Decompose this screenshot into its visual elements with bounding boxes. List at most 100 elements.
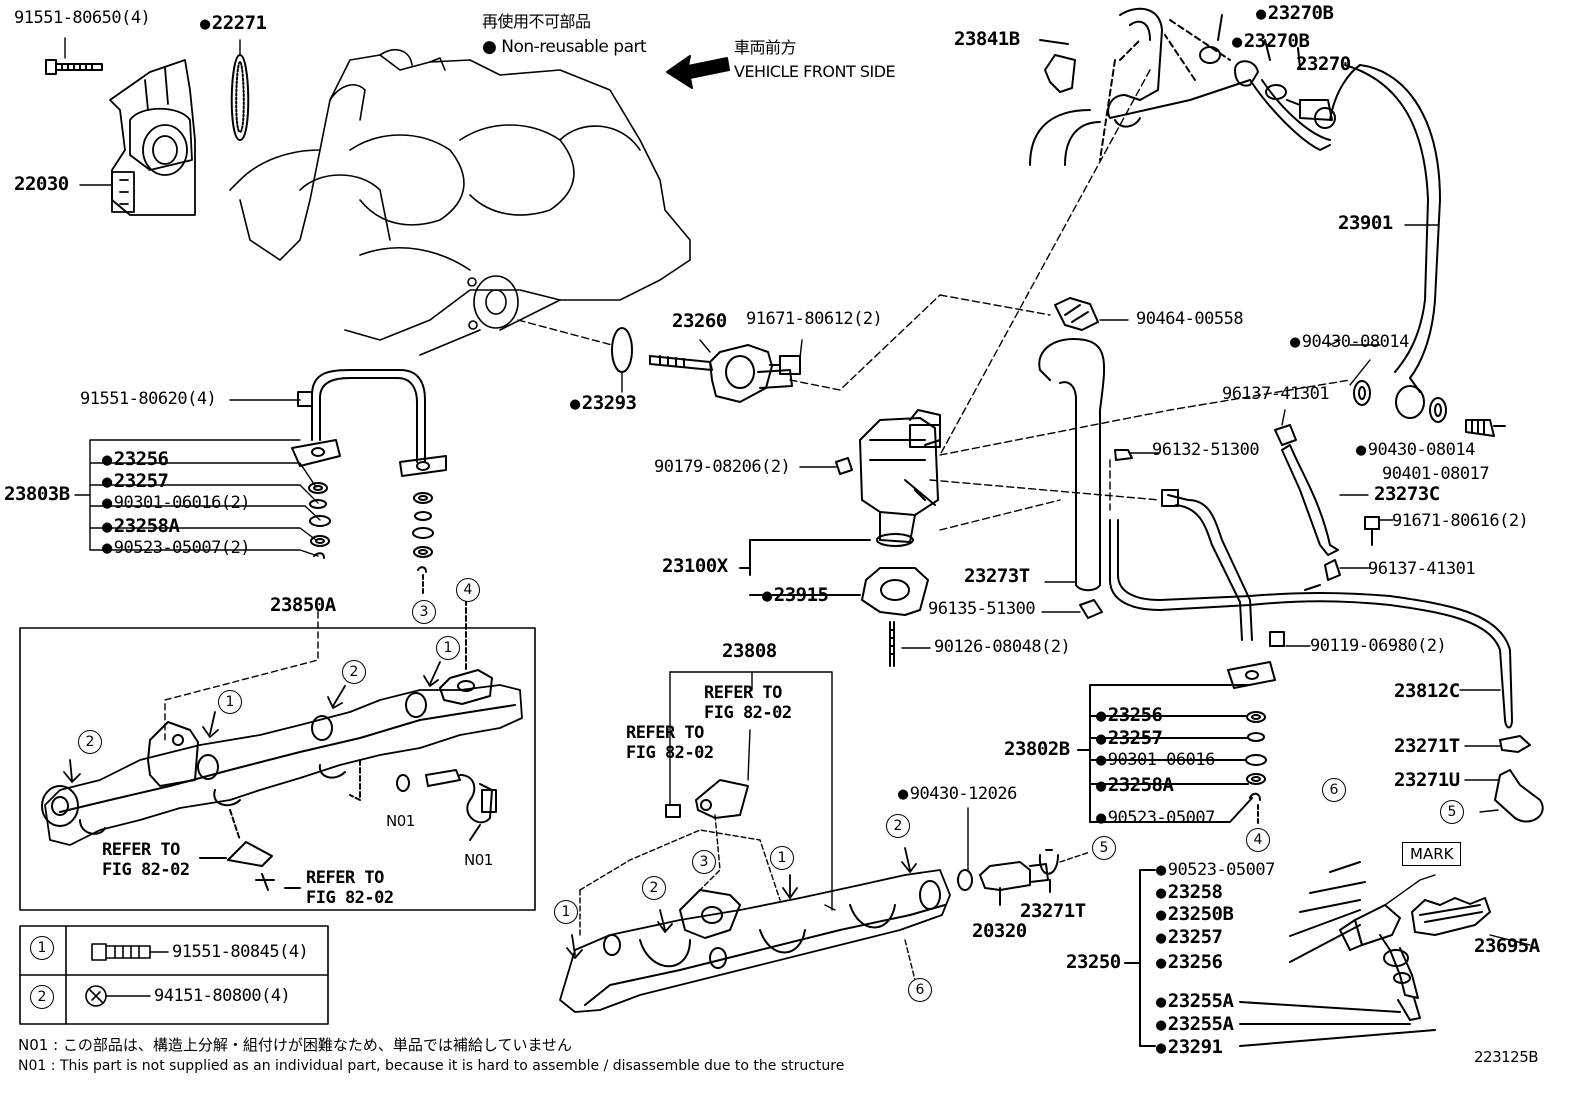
fuel-rail-box <box>19 599 536 911</box>
table-circle-2: 2 <box>30 985 54 1009</box>
bolt-drawing <box>45 59 103 75</box>
pipe-23812C-drawing <box>1077 409 1544 826</box>
part-22271[interactable]: 22271 <box>200 14 267 33</box>
hoses-top-drawing <box>1029 7 1441 419</box>
part-23803B[interactable]: 23803B <box>4 483 70 505</box>
part-23291[interactable]: 23291 <box>1156 1038 1223 1057</box>
part-96137-41301-b[interactable]: 96137-41301 <box>1368 559 1476 579</box>
part-96137-41301-a[interactable]: 96137-41301 <box>1222 384 1330 404</box>
legend-dot-icon: ● <box>482 37 502 57</box>
figure-code: 223125B <box>1474 1048 1539 1066</box>
part-23841B[interactable]: 23841B <box>954 28 1020 50</box>
part-90430-08014-b[interactable]: 90430-08014 <box>1356 442 1476 459</box>
vehicle-front-jp: 車両前方 <box>734 38 797 57</box>
part-23257-b[interactable]: 23257 <box>1096 729 1163 748</box>
bolt-table <box>19 925 329 1025</box>
part-23258A-b[interactable]: 23258A <box>1096 776 1174 795</box>
part-90464-00558[interactable]: 90464-00558 <box>1136 309 1244 329</box>
part-23850A[interactable]: 23850A <box>270 594 336 616</box>
part-23257-c[interactable]: 23257 <box>1156 928 1223 947</box>
part-23250[interactable]: 23250 <box>1066 951 1121 973</box>
circle-num-3: 3 <box>692 850 716 874</box>
circle-num-1: 1 <box>770 846 794 870</box>
delivery-pipe-left-drawing <box>291 369 447 596</box>
part-23256-a[interactable]: 23256 <box>102 450 169 469</box>
part-22030[interactable]: 22030 <box>14 173 69 195</box>
circle-num-5: 5 <box>1440 800 1464 824</box>
part-23257-a[interactable]: 23257 <box>102 472 169 491</box>
part-91551-80650[interactable]: 91551-80650(4) <box>14 8 151 28</box>
part-23270B-2[interactable]: 23270B <box>1232 32 1310 51</box>
circle-num-2: 2 <box>78 730 102 754</box>
dashed-links <box>929 69 1371 531</box>
part-96135-51300[interactable]: 96135-51300 <box>928 599 1036 619</box>
part-91551-80620[interactable]: 91551-80620(4) <box>80 389 217 409</box>
circle-num-1: 1 <box>436 636 460 660</box>
part-23258A-a[interactable]: 23258A <box>102 517 180 536</box>
part-23271T[interactable]: 23271T <box>1394 735 1460 757</box>
part-96132-51300[interactable]: 96132-51300 <box>1152 440 1260 460</box>
n01-label-1: N01 <box>386 812 415 830</box>
circle-num-1: 1 <box>554 900 578 924</box>
part-23270B-1[interactable]: 23270B <box>1256 4 1334 23</box>
egr-valve-drawing <box>739 409 941 667</box>
part-23260[interactable]: 23260 <box>672 310 727 332</box>
part-90301-06016-a[interactable]: 90301-06016(2) <box>102 495 251 512</box>
part-23256-b[interactable]: 23256 <box>1096 706 1163 725</box>
part-23915[interactable]: 23915 <box>762 586 829 605</box>
part-23273T[interactable]: 23273T <box>964 565 1030 587</box>
gasket-drawing <box>230 54 250 141</box>
part-90523-05007-b[interactable]: 90523-05007 <box>1096 810 1216 827</box>
circle-num-4: 4 <box>456 578 480 602</box>
part-23273C[interactable]: 23273C <box>1374 483 1440 505</box>
intake-manifold-drawing <box>229 49 691 356</box>
part-23293[interactable]: 23293 <box>570 394 637 413</box>
table-part-94151-80800[interactable]: 94151-80800(4) <box>154 986 291 1006</box>
part-23256-c[interactable]: 23256 <box>1156 953 1223 972</box>
clip-drawing <box>1054 297 1129 331</box>
part-90119-06980[interactable]: 90119-06980(2) <box>1310 636 1447 656</box>
part-90523-05007-c[interactable]: 90523-05007 <box>1156 862 1276 879</box>
part-23250B[interactable]: 23250B <box>1156 905 1234 924</box>
part-90126-08048[interactable]: 90126-08048(2) <box>934 637 1071 657</box>
part-90301-06016-b[interactable]: 90301-06016 <box>1096 752 1216 769</box>
part-23271T-b[interactable]: 23271T <box>1020 900 1086 922</box>
part-90401-08017[interactable]: 90401-08017 <box>1382 464 1490 484</box>
circle-num-2: 2 <box>642 876 666 900</box>
part-90179-08206[interactable]: 90179-08206(2) <box>654 457 791 477</box>
mark-label: MARK <box>1402 842 1462 866</box>
part-90523-05007-a[interactable]: 90523-05007(2) <box>102 540 251 557</box>
part-23808[interactable]: 23808 <box>722 640 777 662</box>
part-23802B[interactable]: 23802B <box>1004 738 1070 760</box>
part-23100X[interactable]: 23100X <box>662 555 728 577</box>
part-23270[interactable]: 23270 <box>1296 53 1351 75</box>
table-part-91551-80845[interactable]: 91551-80845(4) <box>172 942 309 962</box>
part-23901[interactable]: 23901 <box>1338 212 1393 234</box>
note-n01-jp: N01 : この部品は、構造上分解・組付けが困難なため、単品では補給していません <box>18 1036 573 1054</box>
part-23255A-2[interactable]: 23255A <box>1156 1015 1234 1034</box>
part-23271U[interactable]: 23271U <box>1394 769 1460 791</box>
part-90430-12026[interactable]: 90430-12026 <box>898 786 1018 803</box>
part-90430-08014-a[interactable]: 90430-08014 <box>1290 334 1410 351</box>
hose-23273T-drawing <box>1038 338 1159 619</box>
circle-num-4: 4 <box>1246 828 1270 852</box>
leader-lines <box>64 37 321 557</box>
part-23258[interactable]: 23258 <box>1156 883 1223 902</box>
legend-nonreusable-jp: 再使用不可部品 <box>482 12 591 31</box>
part-23812C[interactable]: 23812C <box>1394 680 1460 702</box>
part-91671-80612[interactable]: 91671-80612(2) <box>746 309 883 329</box>
part-91671-80616[interactable]: 91671-80616(2) <box>1392 511 1529 531</box>
throttle-body-drawing <box>109 59 196 216</box>
lower-fuel-rail-drawing <box>559 671 951 1013</box>
circle-num-3: 3 <box>412 600 436 624</box>
pressure-regulator-drawing <box>957 807 1091 906</box>
part-20320[interactable]: 20320 <box>972 920 1027 942</box>
part-23255A-1[interactable]: 23255A <box>1156 992 1234 1011</box>
circle-num-1: 1 <box>218 690 242 714</box>
part-23695A[interactable]: 23695A <box>1474 935 1540 957</box>
